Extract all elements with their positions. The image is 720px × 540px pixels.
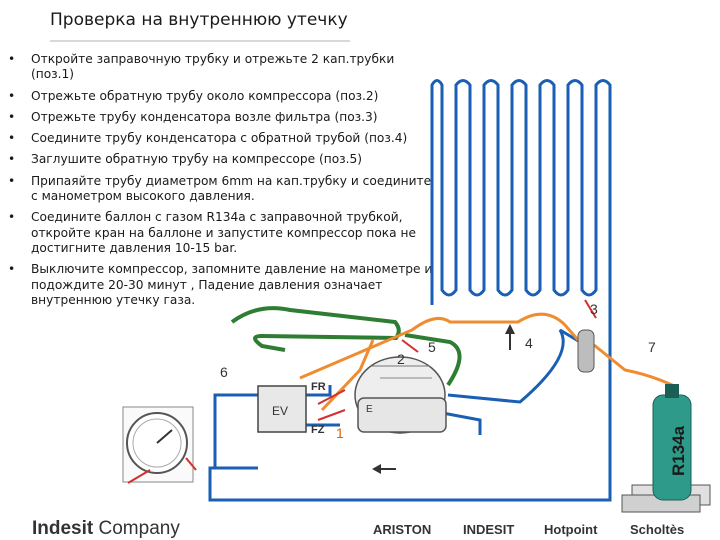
position-4-label: 4 bbox=[525, 335, 533, 351]
brand-ariston: ARISTON bbox=[373, 522, 432, 537]
position-6-label: 6 bbox=[220, 364, 228, 380]
step-text: Откройте заправочную трубку и отрежьте 2… bbox=[31, 52, 395, 82]
cut-mark-2 bbox=[401, 339, 419, 353]
bullet-dot: • bbox=[8, 109, 16, 124]
position-3-label: 3 bbox=[590, 301, 598, 317]
compressor: E bbox=[354, 356, 447, 434]
position-7-label: 7 bbox=[648, 339, 656, 355]
fz-label: FZ bbox=[311, 424, 325, 436]
position-5-label: 5 bbox=[428, 339, 436, 355]
steps-list: • Откройте заправочную трубку и отрежьте … bbox=[8, 52, 440, 314]
page-title: Проверка на внутреннюю утечку bbox=[50, 10, 348, 30]
indesit-company-logo: Indesit Company bbox=[32, 518, 180, 540]
step-text: Соедините баллон с газом R134a с заправо… bbox=[31, 210, 416, 255]
ev-label: EV bbox=[272, 404, 288, 418]
ev-valve-box bbox=[257, 385, 307, 433]
bullet-dot: • bbox=[8, 131, 16, 146]
step-item: • Отрежьте обратную трубу около компрессо… bbox=[8, 89, 440, 104]
logo-bold-part: Indesit bbox=[32, 518, 94, 539]
step-text: Отрежьте обратную трубу около компрессор… bbox=[31, 88, 379, 103]
brand-indesit: INDESIT bbox=[463, 522, 515, 537]
fr-label: FR bbox=[311, 381, 326, 393]
green-return-tube bbox=[230, 306, 462, 387]
step-text: Выключите компрессор, запомните давление… bbox=[31, 262, 433, 307]
position-2-label: 2 bbox=[397, 351, 405, 367]
r134a-cylinder: R134a bbox=[621, 384, 711, 513]
step-text: Припаяйте трубу диаметром 6mm на кап.тру… bbox=[31, 173, 432, 204]
step-item: • Заглушите обратную трубу на компрессоре… bbox=[8, 152, 440, 167]
flow-arrow-up bbox=[505, 324, 515, 350]
position-1-label: 1 bbox=[336, 425, 344, 441]
pressure-gauge bbox=[122, 406, 197, 484]
step-item: • Соедините баллон с газом R134a с заправ… bbox=[8, 210, 440, 256]
filter-drier bbox=[577, 329, 595, 373]
evaporator-line bbox=[213, 385, 340, 468]
logo-light-part: Company bbox=[93, 518, 180, 539]
step-text: Заглушите обратную трубу на компрессоре … bbox=[31, 152, 363, 167]
discharge-line bbox=[447, 328, 586, 404]
brand-scholtes: Scholtès bbox=[630, 522, 685, 537]
step-text: Отрежьте трубу конденсатора возле фильтр… bbox=[31, 109, 378, 124]
bullet-dot: • bbox=[8, 262, 16, 277]
step-text: Соедините трубу конденсатора с обратной … bbox=[31, 131, 408, 146]
step-item: • Выключите компрессор, запомните давлени… bbox=[8, 262, 440, 308]
step-item: • Откройте заправочную трубку и отрежьте … bbox=[8, 52, 440, 83]
step-item: • Припаяйте трубу диаметром 6mm на кап.тр… bbox=[8, 174, 440, 205]
bullet-dot: • bbox=[8, 210, 16, 225]
bullet-dot: • bbox=[8, 52, 16, 66]
step-item: • Отрежьте трубу конденсатора возле фильт… bbox=[8, 110, 440, 125]
cut-mark-1b bbox=[317, 409, 346, 421]
suction-line bbox=[208, 305, 612, 502]
bullet-dot: • bbox=[8, 152, 16, 167]
brand-hotpoint: Hotpoint bbox=[544, 522, 598, 537]
bullet-dot: • bbox=[8, 173, 16, 188]
bullet-dot: • bbox=[8, 88, 16, 103]
step-item: • Соедините трубу конденсатора с обратной… bbox=[8, 131, 440, 146]
cut-mark-1a bbox=[317, 389, 346, 405]
svg-text:E: E bbox=[366, 404, 373, 415]
condenser-coil bbox=[430, 79, 612, 305]
cut-mark-3 bbox=[584, 299, 597, 319]
flow-arrow-left bbox=[372, 464, 396, 474]
title-underline bbox=[50, 40, 350, 42]
cylinder-label: R134a bbox=[669, 425, 688, 476]
